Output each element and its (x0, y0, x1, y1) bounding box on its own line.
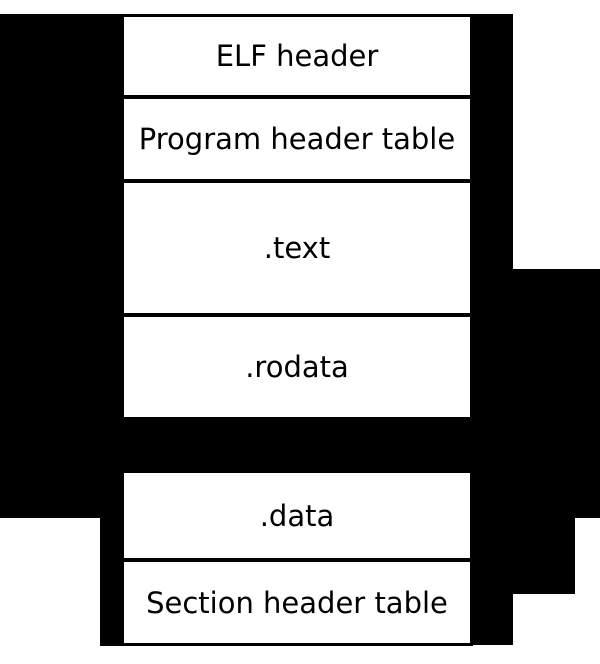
block-text-section-label: .text (263, 231, 331, 265)
block-elf-header: ELF header (124, 17, 470, 95)
block-program-header-table: Program header table (124, 99, 470, 179)
background-right-mid-block (513, 269, 575, 594)
block-rodata-section: .rodata (124, 317, 470, 417)
block-section-header-table: Section header table (124, 562, 470, 643)
block-program-header-table-label: Program header table (138, 122, 456, 156)
background-right-far-block (575, 269, 600, 518)
background-right-strip (472, 14, 513, 645)
block-text-section: .text (124, 183, 470, 313)
block-data-section: .data (124, 473, 470, 558)
block-elf-header-label: ELF header (215, 39, 379, 73)
elf-layout-stack: ELF header Program header table .text .r… (121, 14, 473, 646)
background-left-block (0, 14, 121, 518)
block-data-section-label: .data (259, 498, 335, 533)
block-rodata-section-label: .rodata (245, 350, 349, 384)
background-left-strip (100, 518, 121, 646)
block-section-header-table-label: Section header table (146, 585, 448, 620)
